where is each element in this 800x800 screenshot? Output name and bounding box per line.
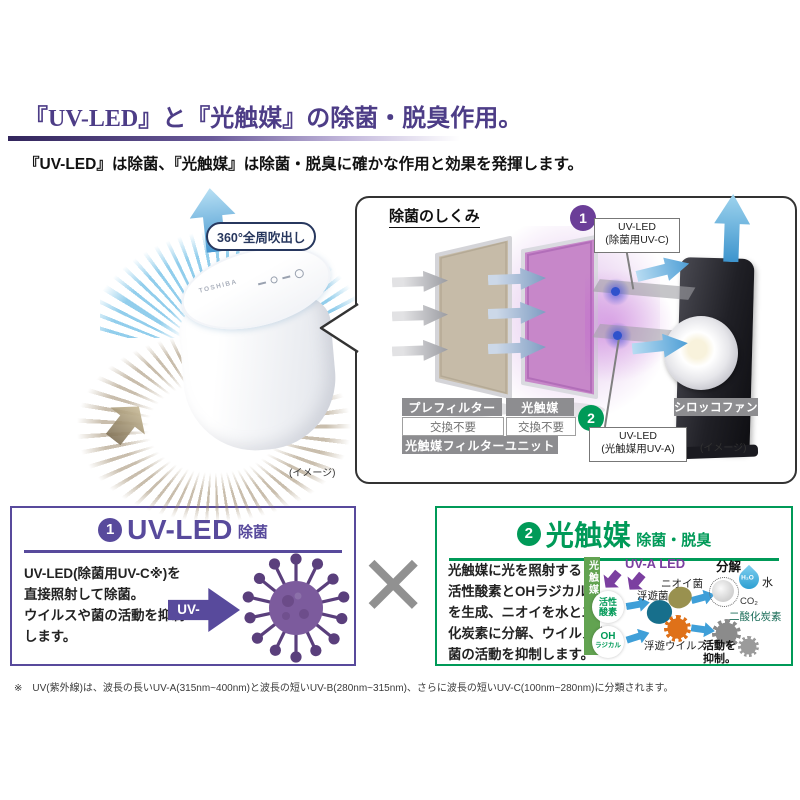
suppress-label: 活動を 抑制。 — [703, 640, 736, 665]
mechanism-step1-badge: 1 — [570, 205, 596, 231]
oh-radical-line2: ラジカル — [595, 642, 621, 649]
oh-radical-line1: OH — [600, 631, 616, 642]
page-subtitle: 『UV-LED』は除菌、『光触媒』は除菌・脱臭に確かな作用と効果を発揮します。 — [24, 156, 584, 173]
virus-illustration — [242, 553, 350, 663]
pc-box-text-line: 光触媒に光を照射すると — [448, 563, 596, 578]
photocatalyst-note: 交換不要 — [506, 417, 576, 436]
oh-radical-circle: OH ラジカル — [592, 626, 624, 658]
multiply-sign: ✕ — [358, 539, 429, 633]
uva-callout-line2: (光触媒用UV-A) — [601, 443, 675, 455]
mechanism-step2-badge: 2 — [578, 405, 604, 431]
floating-bacteria-label: 浮遊菌 — [637, 590, 669, 602]
mechanism-heading: 除菌のしくみ — [389, 205, 480, 228]
blowout-bubble: 360°全周吹出し — [206, 222, 317, 251]
decomposed-particle-icon — [709, 577, 739, 607]
suppress-line1: 活動を — [703, 640, 736, 652]
uvled-box-text-line: します。 — [24, 629, 77, 644]
uvc-callout-label: UV-LED (除菌用UV-C) — [594, 218, 680, 253]
prefilter-note: 交換不要 — [402, 417, 504, 436]
uv-led-dot-icon — [611, 287, 620, 296]
pc-box-badge: 2 — [516, 522, 541, 546]
active-oxygen-circle: 活性 酸素 — [592, 591, 624, 623]
co2-label: CO₂ — [740, 596, 758, 607]
pc-bar-label: 光触媒 — [586, 560, 598, 596]
floating-virus-label: 浮遊ウイルス — [644, 640, 707, 652]
suppressed-germ-icon — [712, 619, 741, 648]
pc-box-title: 光触媒 — [545, 520, 632, 551]
prefilter-tag: プレフィルター — [402, 398, 502, 416]
uvled-arrow-label: UV-LED — [177, 602, 200, 617]
suppressed-germ-icon — [738, 636, 759, 657]
water-label: 水 — [762, 577, 773, 589]
uvled-box-text-line: 直接照射して除菌。 — [24, 587, 145, 602]
mechanism-caption: (イメージ) — [700, 443, 747, 454]
title-underline — [8, 136, 460, 141]
control-panel-icons — [257, 268, 305, 288]
fan-tag: シロッコファン — [674, 398, 758, 416]
pc-box-tag: 除菌・脱臭 — [636, 532, 712, 549]
uvled-box-divider — [24, 550, 342, 553]
photocatalyst-tag: 光触媒 — [506, 398, 574, 416]
suppress-line2: 抑制。 — [703, 652, 736, 665]
h2o-label: H₂O — [741, 574, 754, 582]
page-title: 『UV-LED』と『光触媒』の除菌・脱臭作用。 — [24, 106, 523, 132]
filter-unit-tag: 光触媒フィルターユニット — [402, 436, 558, 454]
pc-box-text-line: を生成、ニオイを水と二酸 — [448, 605, 609, 620]
product-image-caption: (イメージ) — [289, 468, 336, 479]
uva-callout-line1: UV-LED — [619, 430, 657, 442]
active-oxygen-line2: 酸素 — [598, 607, 617, 617]
uva-callout-label: UV-LED (光触媒用UV-A) — [589, 427, 687, 462]
odor-bacteria-label: ニオイ菌 — [661, 578, 703, 590]
pc-box-text-line: 化炭素に分解、ウイルスや — [448, 626, 609, 641]
floating-virus-icon — [664, 615, 691, 642]
pc-box-text-line: 活性酸素とOHラジカル — [448, 584, 589, 599]
carbon-dioxide-label: 二酸化炭素 — [729, 611, 782, 623]
active-oxygen-line1: 活性 — [598, 597, 617, 607]
brand-logo: TOSHIBA — [198, 278, 239, 295]
footnote: ※ UV(紫外線)は、波長の長いUV-A(315nm~400nm)と波長の短いU… — [14, 683, 674, 694]
mechanism-callout-notch — [319, 302, 359, 354]
uvled-box-text-line: UV-LED(除菌用UV-C※)を — [24, 566, 181, 581]
fan-wheel — [664, 316, 738, 390]
uvled-box-text-line: ウイルスや菌の活動を抑制 — [24, 608, 185, 623]
uvc-callout-line1: UV-LED — [618, 221, 656, 233]
uv-led-dot-icon — [613, 331, 622, 340]
uvc-callout-line2: (除菌用UV-C) — [605, 234, 669, 246]
pc-box-divider — [449, 558, 779, 561]
pc-box-text-line: 菌の活動を抑制します。 — [448, 647, 594, 662]
decompose-label: 分解 — [716, 560, 742, 574]
uva-led-label: UV-A LED — [625, 556, 686, 571]
